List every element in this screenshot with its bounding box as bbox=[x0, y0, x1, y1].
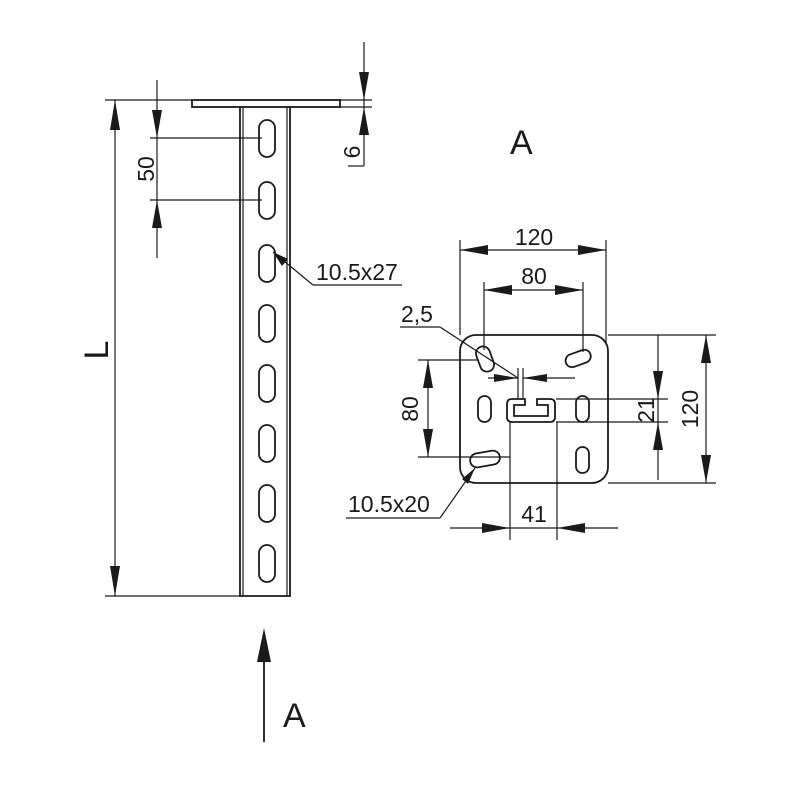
dimension-channel-gap-label: 2,5 bbox=[401, 301, 433, 327]
dimension-plate-height-label: 120 bbox=[677, 390, 703, 428]
view-a-title: A bbox=[510, 124, 533, 162]
dimension-channel-depth-label: 21 bbox=[633, 397, 659, 423]
column-slot bbox=[258, 484, 276, 523]
dimension-length: L bbox=[78, 99, 240, 597]
column-slots bbox=[258, 119, 276, 583]
view-arrow: A bbox=[257, 628, 306, 742]
view-arrow-label: A bbox=[283, 697, 306, 735]
dimension-plate-width: 120 bbox=[459, 224, 607, 345]
leader-plate-slot-label: 10.5x20 bbox=[348, 491, 430, 517]
plate-slot-bottom-right bbox=[575, 446, 590, 474]
dimension-plate-thickness-label: 6 bbox=[339, 146, 365, 159]
leader-plate-slot: 10.5x20 bbox=[346, 467, 476, 519]
plate-slot-bottom-left bbox=[469, 449, 501, 469]
column-slot bbox=[258, 364, 276, 403]
plate-slot-left bbox=[477, 395, 492, 423]
plate-slot-right bbox=[575, 395, 590, 423]
base-plate-outline bbox=[459, 334, 609, 484]
dimension-channel-depth: 21 bbox=[556, 335, 668, 480]
dimension-channel-width: 41 bbox=[450, 422, 618, 540]
dimension-hole-spacing-h: 80 bbox=[483, 263, 584, 352]
leader-side-slot: 10.5x27 bbox=[272, 251, 402, 286]
dimension-length-label: L bbox=[78, 341, 116, 360]
column-slot bbox=[258, 244, 276, 283]
column-slot bbox=[258, 424, 276, 463]
leader-side-slot-label: 10.5x27 bbox=[316, 259, 398, 285]
column-body bbox=[239, 107, 291, 597]
dimension-channel-width-label: 41 bbox=[521, 501, 547, 527]
top-base-plate bbox=[191, 99, 341, 108]
c-channel-profile bbox=[506, 398, 556, 423]
column-slot bbox=[258, 304, 276, 343]
side-view: L 50 6 10.5x27 bbox=[78, 42, 402, 742]
dimension-slot-pitch: 50 bbox=[133, 80, 262, 258]
dimension-hole-spacing-h-label: 80 bbox=[521, 263, 547, 289]
view-a: A 120 80 bbox=[346, 124, 716, 540]
column-slot bbox=[258, 544, 276, 583]
plate-slot-top-left bbox=[475, 345, 495, 373]
plate-slot-top-right bbox=[564, 348, 592, 369]
dimension-hole-spacing-v: 80 bbox=[397, 359, 510, 458]
dimension-slot-pitch-label: 50 bbox=[133, 156, 159, 182]
dimension-channel-gap: 2,5 bbox=[400, 301, 575, 398]
dimension-plate-thickness: 6 bbox=[339, 42, 372, 167]
dimension-plate-height: 120 bbox=[608, 334, 716, 484]
plate-slots bbox=[469, 345, 592, 474]
dimension-hole-spacing-v-label: 80 bbox=[397, 396, 423, 422]
dimension-plate-width-label: 120 bbox=[515, 224, 553, 250]
